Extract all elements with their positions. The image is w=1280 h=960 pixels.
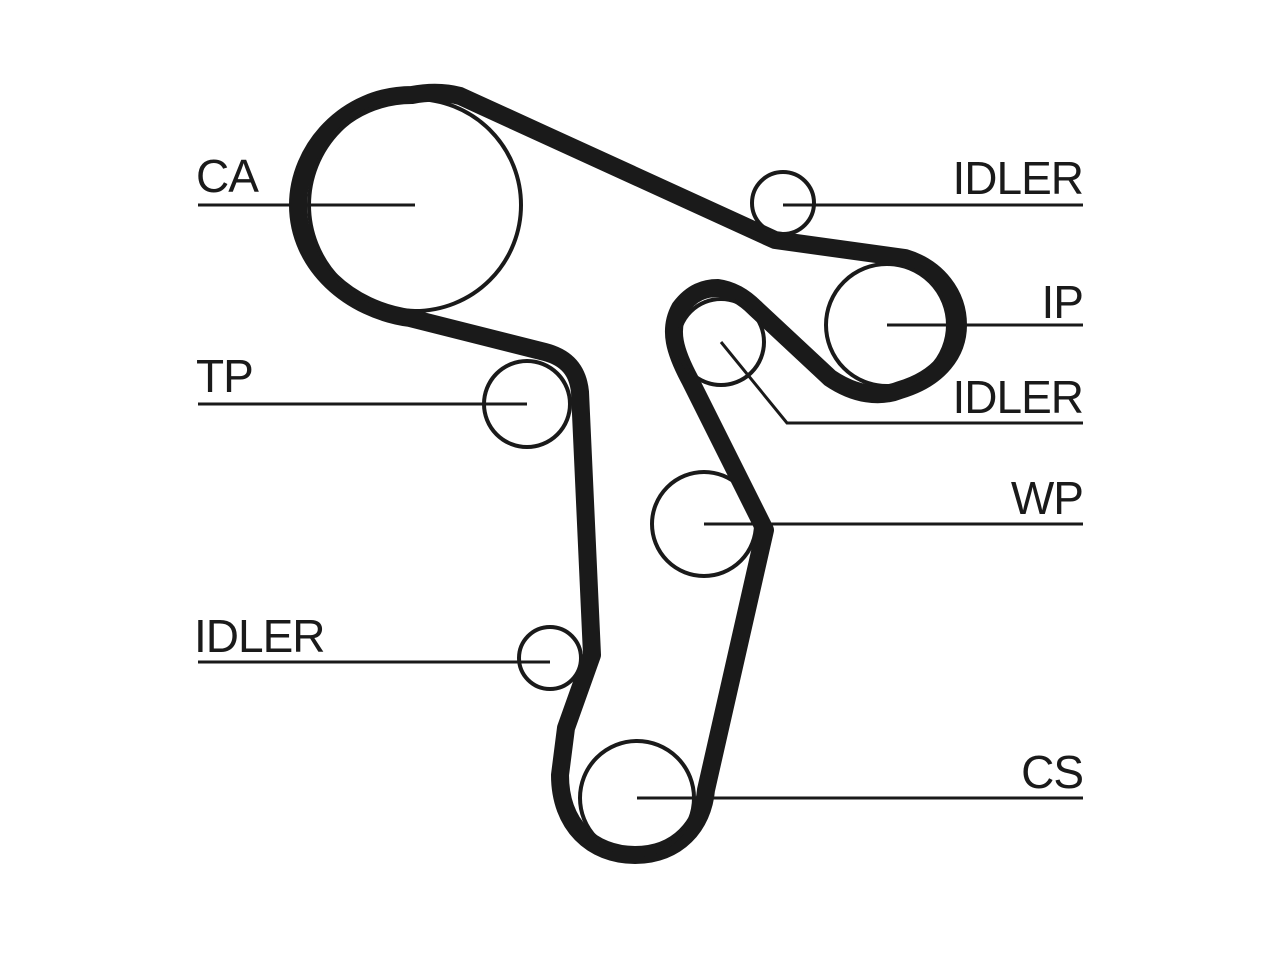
label-cs: CS bbox=[1021, 746, 1083, 798]
label-idler-lower-left: IDLER bbox=[194, 610, 324, 662]
label-ca: CA bbox=[196, 150, 259, 202]
label-tp: TP bbox=[196, 350, 253, 402]
label-ip: IP bbox=[1042, 276, 1083, 328]
label-idler-top: IDLER bbox=[953, 152, 1083, 204]
label-wp: WP bbox=[1011, 472, 1083, 524]
leader-idler-middle bbox=[719, 341, 1083, 425]
idler-pulley-middle bbox=[676, 297, 766, 387]
idler-pulley-lower-left bbox=[517, 625, 583, 691]
label-idler-middle: IDLER bbox=[953, 371, 1083, 423]
idler-pulley-top bbox=[750, 170, 816, 236]
